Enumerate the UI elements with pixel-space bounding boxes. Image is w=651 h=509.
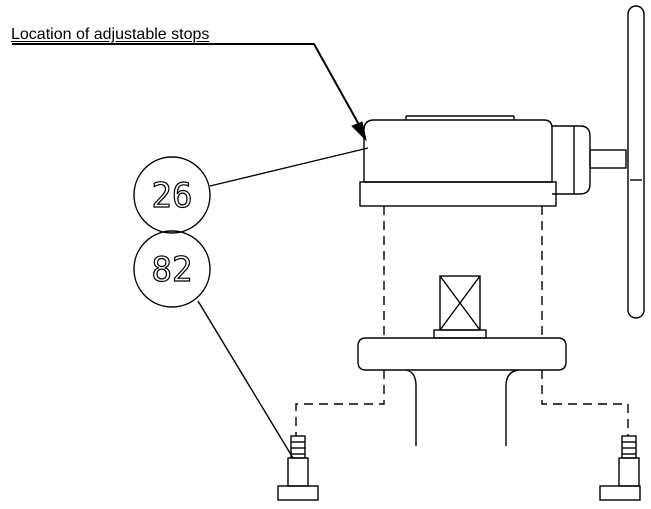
valve-neck-left [405, 369, 417, 446]
callout-26-bubble [133, 156, 211, 234]
coupling-dashed-outline [383, 206, 543, 338]
valve-neck-right [505, 369, 519, 446]
coupling-base [433, 329, 487, 339]
shaft-housing [552, 125, 591, 195]
left-bolt [277, 435, 319, 501]
callout-82-leader [197, 300, 294, 459]
right-bolt [599, 435, 641, 501]
gearbox-housing [363, 119, 553, 183]
label-leader-line [12, 43, 363, 131]
stops-location-label: Location of adjustable stops [11, 26, 210, 43]
callout-82-number: 82 [152, 250, 193, 290]
callout-26-leader [209, 147, 369, 187]
valve-flange [357, 337, 567, 371]
bolt-dashed-lines [295, 370, 629, 436]
handwheel-shaft [589, 149, 627, 169]
handwheel [627, 5, 645, 319]
gearbox-flange [359, 181, 557, 207]
callout-26-number: 26 [152, 176, 193, 216]
callout-82-bubble [133, 230, 211, 308]
